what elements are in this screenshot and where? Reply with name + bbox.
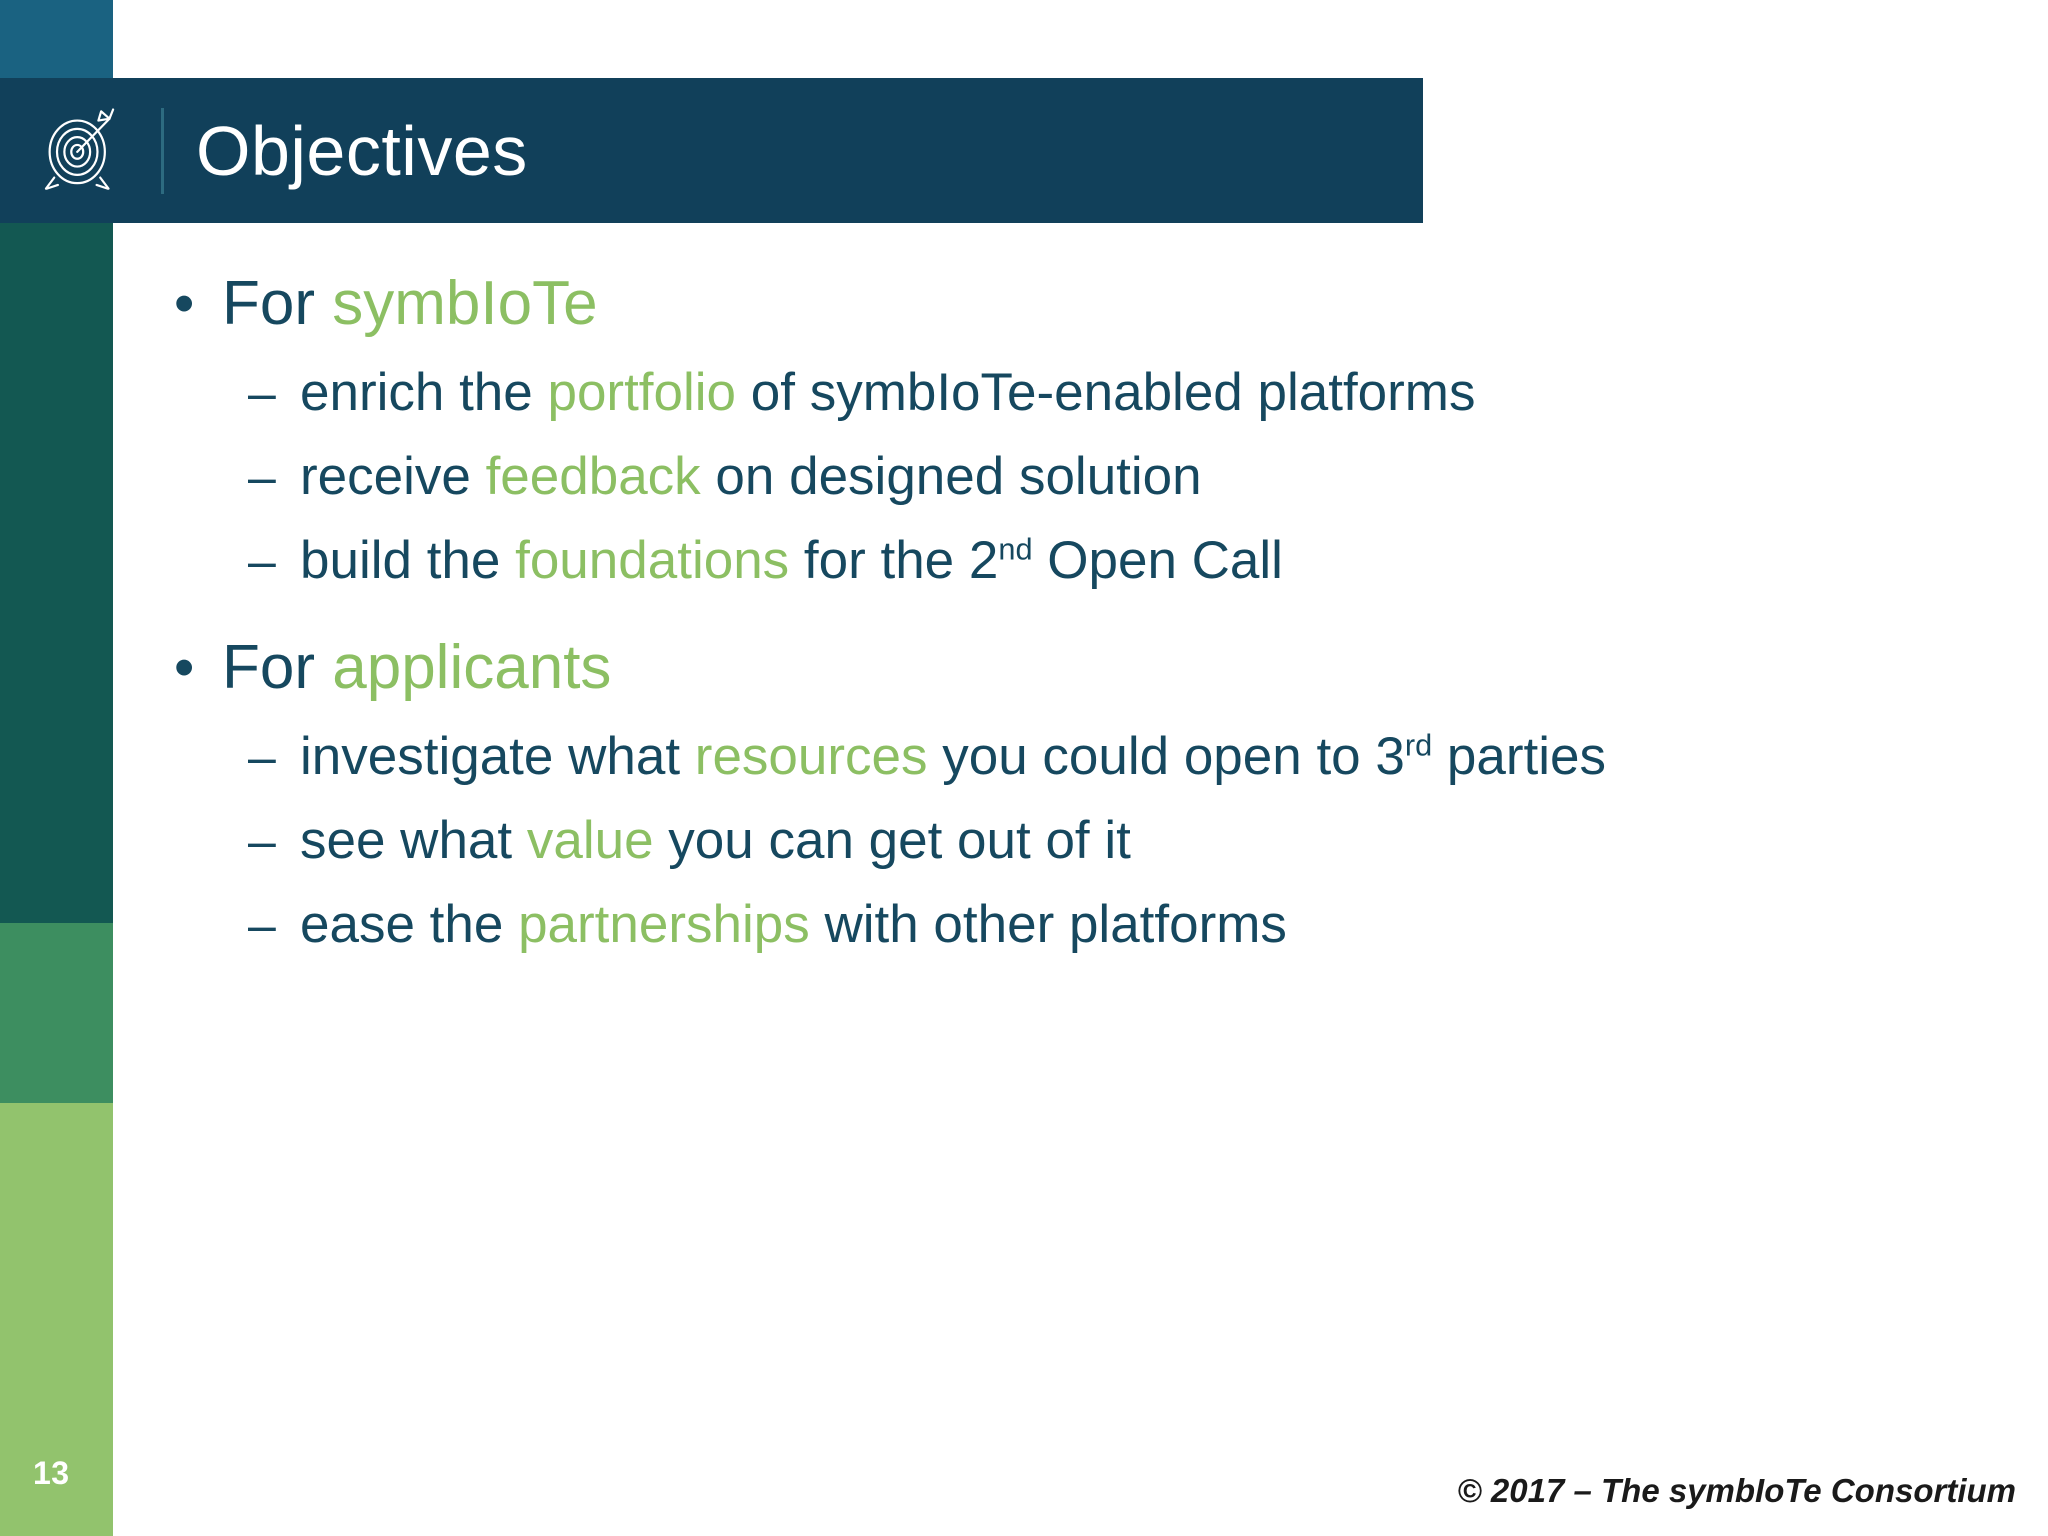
bullet-dot-icon: • [174, 635, 195, 700]
sidebar-color-bands [0, 0, 113, 1536]
sub-bullet-text: enrich the portfolio of symbIoTe-enabled… [300, 354, 1700, 432]
sidebar-band-mid-green [0, 923, 113, 1103]
bullet-dot-icon: • [174, 271, 195, 336]
sub-superscript: rd [1404, 727, 1433, 763]
sub-post: you could open to 3 [927, 727, 1405, 786]
dash-marker-icon: – [248, 729, 276, 785]
sub-pre: see what [300, 811, 527, 870]
sidebar-band-blue [0, 0, 113, 78]
sub-bullet-resources: – investigate what resources you could o… [160, 718, 1960, 796]
sub-tail: parties [1432, 727, 1607, 786]
sidebar-band-light-green [0, 1103, 113, 1536]
sub-bullet-text: ease the partnerships with other platfor… [300, 886, 1700, 964]
dash-marker-icon: – [248, 365, 276, 421]
bullet-text: For applicants [222, 626, 1960, 710]
sub-post: on designed solution [700, 447, 1202, 506]
sub-bullet-portfolio: – enrich the portfolio of symbIoTe-enabl… [160, 354, 1960, 432]
title-divider [161, 108, 164, 194]
sub-highlight: feedback [485, 447, 701, 506]
sub-pre: receive [300, 447, 486, 506]
sub-pre: build the [300, 531, 516, 590]
sub-post: of symbIoTe-enabled platforms [736, 363, 1476, 422]
bullet-for-symbiote: • For symbIoTe [160, 262, 1960, 346]
sub-highlight: resources [694, 727, 928, 786]
sub-bullet-text: investigate what resources you could ope… [300, 718, 1700, 796]
sub-post: you can get out of it [653, 811, 1131, 870]
bullet-lead: For [222, 269, 333, 338]
bullet-group-symbiote: • For symbIoTe – enrich the portfolio of… [160, 262, 1960, 600]
sub-bullet-foundations: – build the foundations for the 2nd Open… [160, 522, 1960, 600]
sub-highlight: foundations [515, 531, 790, 590]
bullet-for-applicants: • For applicants [160, 626, 1960, 710]
copyright-notice: © 2017 – The symbIoTe Consortium [1457, 1472, 2016, 1509]
target-arrow-icon [44, 108, 115, 190]
sub-superscript: nd [998, 531, 1033, 567]
sub-pre: investigate what [300, 727, 695, 786]
sub-tail: Open Call [1032, 531, 1283, 590]
sub-pre: ease the [300, 895, 519, 954]
sub-bullet-text: build the foundations for the 2nd Open C… [300, 522, 1700, 600]
sub-bullet-feedback: – receive feedback on designed solution [160, 438, 1960, 516]
bullet-highlight: applicants [332, 633, 612, 702]
sub-post: for the 2 [789, 531, 999, 590]
sub-bullet-text: see what value you can get out of it [300, 802, 1700, 880]
title-bar: Objectives [113, 78, 1423, 223]
sub-bullet-partnerships: – ease the partnerships with other platf… [160, 886, 1960, 964]
bullet-lead: For [222, 633, 333, 702]
slide-body: • For symbIoTe – enrich the portfolio of… [160, 262, 1960, 970]
sub-post: with other platforms [809, 895, 1287, 954]
dash-marker-icon: – [248, 897, 276, 953]
sub-pre: enrich the [300, 363, 548, 422]
page-title: Objectives [196, 111, 528, 190]
bullet-highlight: symbIoTe [332, 269, 598, 338]
sub-highlight: portfolio [547, 363, 737, 422]
sub-highlight: partnerships [518, 895, 810, 954]
dash-marker-icon: – [248, 533, 276, 589]
bullet-group-applicants: • For applicants – investigate what reso… [160, 626, 1960, 964]
dash-marker-icon: – [248, 813, 276, 869]
sub-highlight: value [526, 811, 654, 870]
dash-marker-icon: – [248, 449, 276, 505]
sidebar-band-deep-teal [0, 223, 113, 923]
sub-bullet-text: receive feedback on designed solution [300, 438, 1700, 516]
sub-bullet-value: – see what value you can get out of it [160, 802, 1960, 880]
bullet-text: For symbIoTe [222, 262, 1960, 346]
page-number: 13 [33, 1455, 70, 1491]
